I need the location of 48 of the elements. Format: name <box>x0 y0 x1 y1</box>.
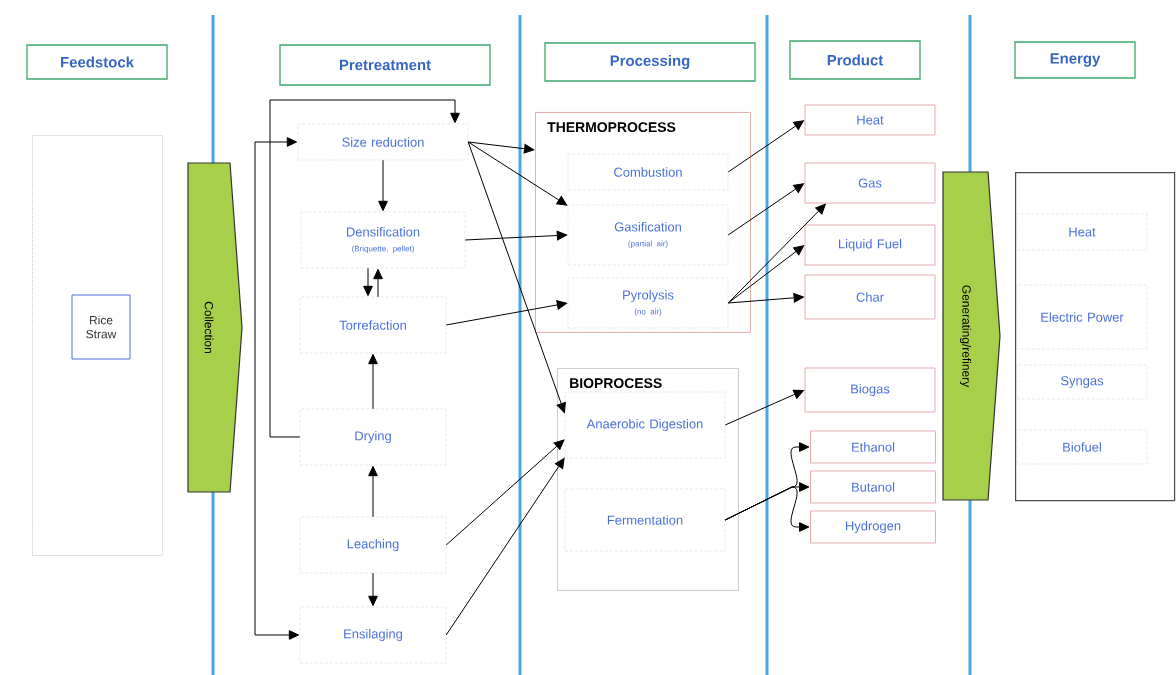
product-box: Gas <box>804 162 936 204</box>
product-box: Butanol <box>810 470 936 504</box>
arrow <box>724 389 804 426</box>
feedstock-box: Rice Straw <box>71 294 131 360</box>
process-box: Combustion <box>567 153 729 191</box>
column-header: Feedstock <box>26 44 168 80</box>
product-box: Hydrogen <box>810 510 936 544</box>
process-box: Size reduction <box>297 123 469 161</box>
process-box: Heat <box>1016 213 1148 251</box>
arrow <box>727 293 804 304</box>
column-header: Pretreatment <box>279 44 491 86</box>
column-header: Product <box>789 40 921 80</box>
arrow <box>445 439 565 546</box>
process-box: Electric Power <box>1016 284 1148 350</box>
arrow <box>724 486 810 532</box>
product-box: Liquid Fuel <box>804 224 936 266</box>
arrow <box>368 353 378 410</box>
arrow <box>464 230 568 241</box>
column-header: Energy <box>1014 41 1136 79</box>
process-box: Leaching <box>299 516 447 574</box>
product-box: Char <box>804 274 936 320</box>
process-box: Ensilaging <box>299 606 447 664</box>
arrow <box>373 268 383 298</box>
arrow <box>269 99 460 438</box>
arrow <box>467 141 566 414</box>
arrow <box>368 572 378 607</box>
arrow <box>467 141 535 154</box>
process-box: Fermentation <box>564 488 726 552</box>
process-box: Biofuel <box>1016 429 1148 465</box>
column-header: Processing <box>544 42 756 82</box>
arrow <box>363 267 373 297</box>
arrow <box>445 300 568 326</box>
process-box: Syngas <box>1016 364 1148 400</box>
arrow <box>727 245 805 304</box>
process-box: Drying <box>299 408 447 466</box>
product-box: Biogas <box>804 367 936 413</box>
arrow <box>254 137 300 640</box>
process-box: Anaerobic Digestion <box>564 391 726 459</box>
arrow <box>378 159 388 212</box>
arrow <box>467 141 568 206</box>
dashed-panel <box>32 135 163 556</box>
arrow <box>445 457 565 636</box>
arrow <box>727 120 805 173</box>
product-box: Heat <box>804 104 936 136</box>
product-box: Ethanol <box>810 430 936 464</box>
process-box: Torrefaction <box>299 296 447 354</box>
arrow <box>727 183 805 236</box>
arrow <box>368 465 378 518</box>
